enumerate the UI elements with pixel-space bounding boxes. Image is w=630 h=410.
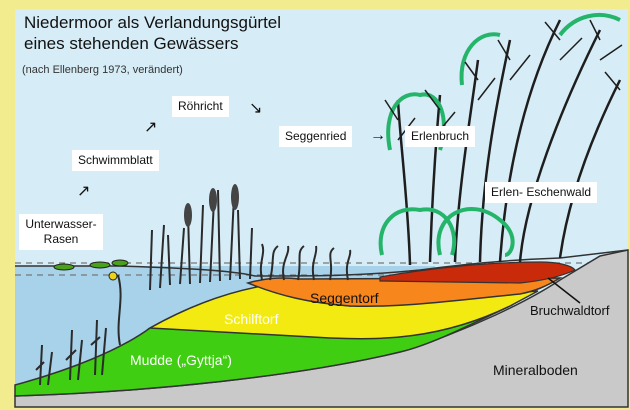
label-mineralboden: Mineralboden bbox=[493, 362, 578, 378]
label-erlen-eschenwald: Erlen- Eschenwald bbox=[485, 182, 597, 203]
label-roehricht: Röhricht bbox=[172, 96, 229, 117]
diagram-subtitle: (nach Ellenberg 1973, verändert) bbox=[22, 64, 183, 76]
diagram-title-line1: Niedermoor als Verlandungsgürtel bbox=[24, 13, 281, 33]
label-seggentorf: Seggentorf bbox=[310, 290, 379, 306]
label-erlenbruch: Erlenbruch bbox=[405, 126, 475, 147]
label-unterwasser-rasen: Unterwasser- Rasen bbox=[19, 214, 103, 250]
succession-arrow-icon: ↘ bbox=[249, 101, 262, 117]
succession-arrow-icon: ↗ bbox=[77, 184, 90, 200]
label-mudde: Mudde („Gyttja“) bbox=[130, 352, 232, 368]
succession-arrow-icon: → bbox=[370, 128, 386, 144]
succession-arrow-icon: ↗ bbox=[144, 120, 157, 136]
label-schwimmblatt: Schwimmblatt bbox=[72, 150, 159, 171]
diagram-title-line2: eines stehenden Gewässers bbox=[24, 34, 239, 54]
label-bruchwaldtorf: Bruchwaldtorf bbox=[530, 303, 609, 318]
label-seggenried: Seggenried bbox=[279, 126, 352, 147]
label-schilftorf: Schilftorf bbox=[224, 311, 278, 327]
